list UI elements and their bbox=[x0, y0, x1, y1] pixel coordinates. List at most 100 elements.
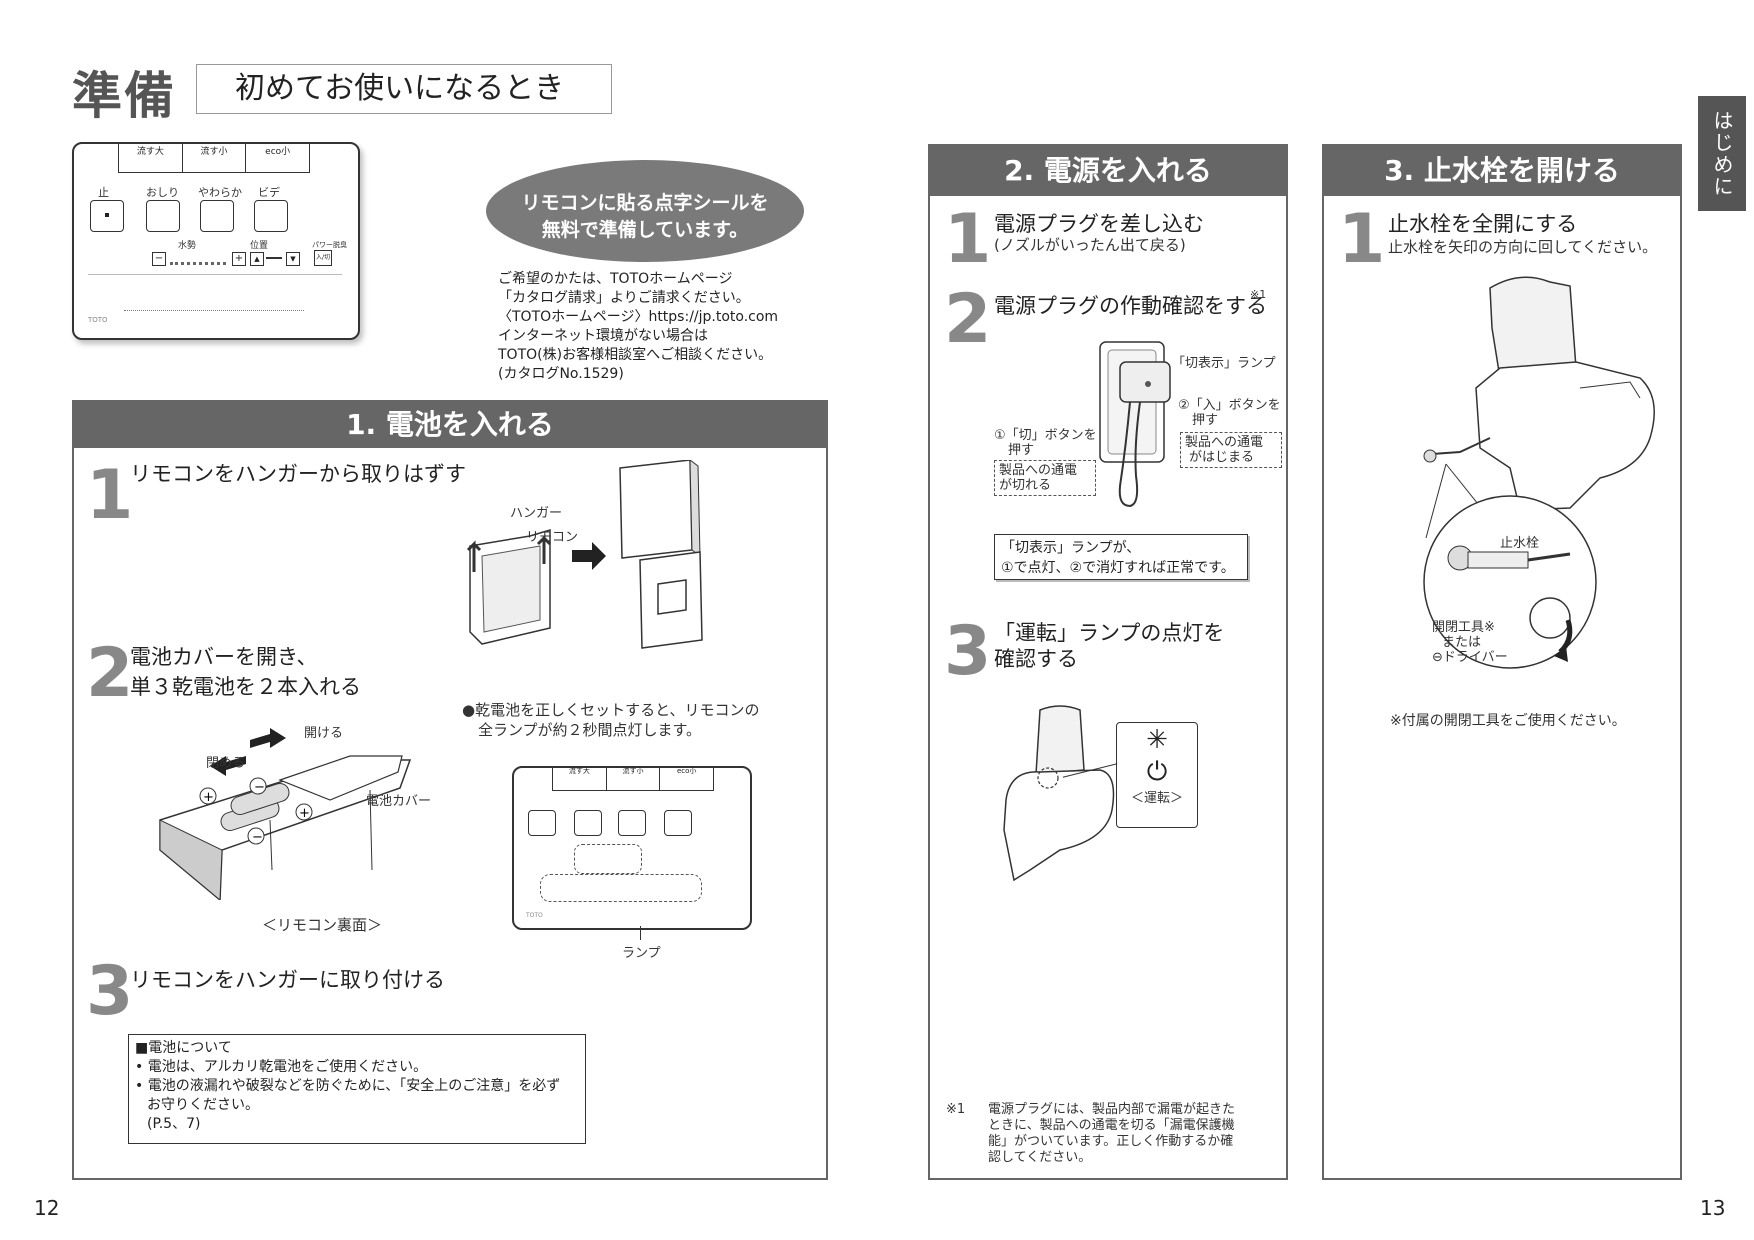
footnote-mark: ※1 bbox=[946, 1102, 966, 1117]
promo-line1: リモコンに貼る点字シールを bbox=[521, 192, 769, 214]
check-line2: ①で点灯、②で消灯すれば正常です。 bbox=[1001, 560, 1235, 576]
on-button-line2: 押す bbox=[1192, 413, 1219, 428]
oshiri-label: おしり bbox=[146, 186, 179, 199]
up-icon: ▲ bbox=[250, 252, 264, 266]
water-force-label: 水勢 bbox=[178, 241, 197, 251]
off-indicator-lamp-label: 「切表示」ランプ bbox=[1172, 356, 1276, 371]
section3-panel: 3. 止水栓を開ける bbox=[1322, 144, 1682, 1180]
run-label: ＜運転＞ bbox=[1130, 791, 1183, 806]
power-deodorize-label: パワー脱臭 bbox=[312, 241, 347, 249]
bullet-line1: ●乾電池を正しくセットすると、リモコンの bbox=[462, 701, 760, 719]
remote-label: リモコン bbox=[526, 530, 579, 545]
power-plug-illustration bbox=[1099, 341, 1171, 508]
tool-line2: または bbox=[1442, 635, 1482, 650]
section3-step1-text: 止水栓を全開にする bbox=[1388, 212, 1578, 236]
power-icon: ⏻ bbox=[1146, 757, 1168, 787]
note-item: • 電池の液漏れや破裂などを防ぐために、「安全上のご注意」を必ず bbox=[135, 1078, 561, 1094]
page-number-left: 12 bbox=[34, 1196, 60, 1220]
svg-text:+: + bbox=[203, 790, 214, 805]
on-button-instruction: ②「入」ボタンを 押す bbox=[1178, 398, 1281, 428]
braille-promo-badge: リモコンに貼る点字シールを 無料で準備しています。 bbox=[486, 160, 804, 262]
promo-url-line: 〈TOTOホームページ〉https://jp.toto.com bbox=[498, 309, 779, 325]
section1-step3-text: リモコンをハンガーに取り付ける bbox=[130, 968, 445, 992]
step2-line2: 単３乾電池を２本入れる bbox=[130, 675, 361, 699]
brand-logo: TOTO bbox=[88, 316, 108, 324]
off-button-line2: 押す bbox=[1008, 443, 1035, 458]
section2-step2-text: 電源プラグの作動確認をする bbox=[994, 294, 1267, 318]
section-heading: 準備 bbox=[72, 67, 176, 125]
bidet-button bbox=[664, 810, 692, 836]
section2-step1-text: 電源プラグを差し込む bbox=[994, 212, 1204, 236]
footnote-text: 電源プラグには、製品内部で漏電が起きた ときに、製品への通電を切る「漏電保護機 … bbox=[988, 1102, 1235, 1166]
off-button-line1: ①「切」ボタンを bbox=[994, 428, 1097, 443]
section2-step1-sub: (ノズルがいったん出て戻る) bbox=[994, 236, 1186, 254]
position-label: 位置 bbox=[250, 241, 269, 251]
section2-panel: 2. 電源を入れる bbox=[928, 144, 1288, 1180]
step-number: 3 bbox=[944, 612, 992, 691]
step-number: 1 bbox=[86, 456, 134, 535]
section1-panel: 1. 電池を入れる bbox=[72, 400, 828, 1180]
remote-back-caption: ＜リモコン裏面＞ bbox=[262, 916, 383, 934]
lamp-highlight bbox=[574, 844, 642, 874]
valve-label: 止水栓 bbox=[1500, 536, 1540, 551]
footnote-line: 電源プラグには、製品内部で漏電が起きた bbox=[988, 1102, 1236, 1117]
eco-small-label: eco小 bbox=[265, 147, 291, 157]
flush-large-label: 流す大 bbox=[119, 142, 183, 172]
battery-install-illustration: + − + − bbox=[159, 728, 412, 900]
flush-large-label: 流す大 bbox=[553, 766, 607, 790]
off-button-instruction: ①「切」ボタンを 押す bbox=[994, 428, 1097, 458]
step-number: 3 bbox=[86, 952, 134, 1031]
hanger-label: ハンガー bbox=[510, 506, 563, 521]
note-item: • 電池は、アルカリ乾電池をご使用ください。 bbox=[135, 1059, 428, 1075]
toilet-run-lamp-illustration bbox=[1003, 705, 1115, 882]
power-on-message: 製品への通電 がはじまる bbox=[1180, 432, 1282, 468]
lamp-light-icon: ✳ bbox=[1146, 725, 1168, 755]
tool-line3: ⊖ドライバー bbox=[1432, 650, 1508, 665]
run-lamp-callout: ✳ ⏻ ＜運転＞ bbox=[1116, 722, 1198, 828]
remote-control-illustration: 流す大 流す小 eco小 止 おしり やわらか ビデ 水勢 位置 パワー脱臭 −… bbox=[72, 142, 360, 340]
yawaraka-button bbox=[200, 200, 234, 232]
step-number: 2 bbox=[86, 634, 134, 713]
section3-step1-sub: 止水栓を矢印の方向に回してください。 bbox=[1388, 238, 1658, 256]
promo-text-line: ご希望のかたは、TOTOホームページ bbox=[498, 271, 733, 287]
check-line1: 「切表示」ランプが、 bbox=[1001, 540, 1141, 556]
on-msg-line2: がはじまる bbox=[1189, 450, 1255, 465]
bidet-label: ビデ bbox=[258, 186, 280, 199]
close-label: 閉める bbox=[206, 756, 246, 771]
level-meter bbox=[170, 256, 226, 265]
stop-label: 止 bbox=[98, 186, 109, 199]
flush-small-label: 流す小 bbox=[607, 766, 661, 790]
promo-text-line: 「カタログ請求」よりご請求ください。 bbox=[498, 290, 750, 306]
off-msg-line2: が切れる bbox=[999, 478, 1052, 493]
footnote-line: 能」がついています。正しく作動するか確 bbox=[988, 1134, 1234, 1149]
off-msg-line1: 製品への通電 bbox=[999, 463, 1078, 478]
down-icon: ▼ bbox=[286, 252, 300, 266]
note-item: お守りください。 bbox=[147, 1097, 259, 1113]
battery-bullet-note: ●乾電池を正しくセットすると、リモコンの 全ランプが約２秒間点灯します。 bbox=[462, 700, 760, 740]
eco-small-label: eco小 bbox=[676, 767, 697, 775]
step-number: 1 bbox=[1338, 200, 1386, 279]
oshiri-button bbox=[146, 200, 180, 232]
on-button-line1: ②「入」ボタンを bbox=[1178, 398, 1281, 413]
side-tab: はじめに bbox=[1698, 96, 1746, 211]
lamp-label: ランプ bbox=[622, 946, 661, 961]
section3-title: 3. 止水栓を開ける bbox=[1324, 146, 1680, 196]
toilet-valve-illustration bbox=[1423, 276, 1655, 669]
step3-line1: 「運転」ランプの点灯を bbox=[994, 621, 1225, 645]
section1-title: 1. 電池を入れる bbox=[74, 402, 826, 448]
note-item: (P.5、7) bbox=[147, 1116, 201, 1132]
step-number: 1 bbox=[944, 200, 992, 279]
step-number: 2 bbox=[944, 280, 992, 359]
svg-text:−: − bbox=[254, 780, 265, 795]
battery-note-box: ■電池について • 電池は、アルカリ乾電池をご使用ください。 • 電池の液漏れや… bbox=[128, 1034, 586, 1144]
promo-text-line: インターネット環境がない場合は bbox=[498, 328, 708, 344]
step3-line2: 確認する bbox=[994, 647, 1078, 671]
hanger-removal-illustration bbox=[466, 460, 703, 649]
footnote-line: 認してください。 bbox=[988, 1150, 1092, 1165]
stop-button bbox=[90, 200, 124, 232]
section1-step1-text: リモコンをハンガーから取りはずす bbox=[130, 462, 466, 486]
section2-step3-text: 「運転」ランプの点灯を 確認する bbox=[994, 620, 1224, 672]
svg-text:+: + bbox=[299, 806, 310, 821]
minus-icon: − bbox=[152, 252, 166, 266]
footnote-mark: ※1 bbox=[1250, 288, 1267, 301]
